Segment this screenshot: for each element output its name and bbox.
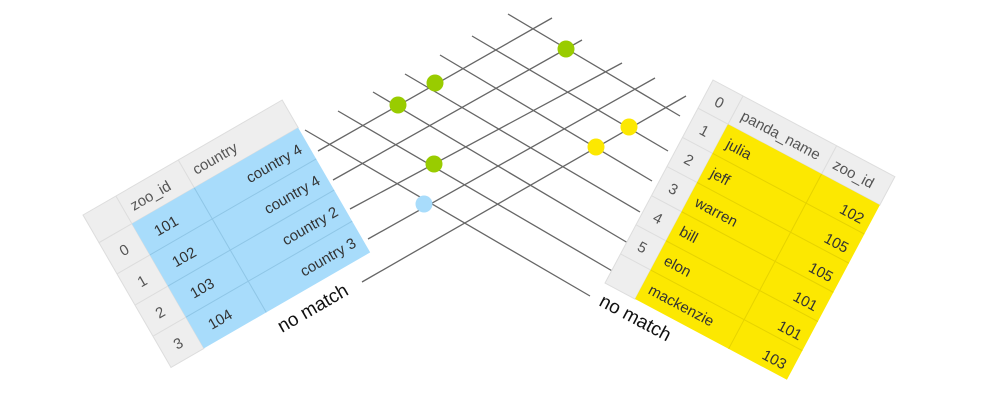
grid-line-left-row-2	[349, 62, 623, 210]
grid-line-right-nomatch	[304, 129, 591, 297]
right-table: panda_name zoo_id 0 1 2 3 4 5 julia jeff…	[604, 79, 896, 380]
join-grid	[304, 13, 687, 297]
grid-line-right-row-5	[337, 110, 615, 273]
match-dot	[425, 155, 443, 173]
match-dot	[389, 96, 407, 114]
right-table-header-bg	[697, 79, 896, 206]
grid-line-right-row-3	[404, 73, 641, 213]
left-table: zoo_id country 0 1 2 3 101 102 103 104 c…	[82, 99, 371, 369]
match-dot	[426, 74, 444, 92]
right-cell-panda-name: bill	[676, 223, 700, 247]
match-dots	[389, 40, 638, 213]
grid-line-right-row-4	[372, 91, 629, 244]
grid-line-right-row-0	[507, 13, 681, 117]
right-only-dot	[587, 138, 605, 156]
grid-line-left-row-1	[332, 39, 583, 181]
match-dot	[557, 40, 575, 58]
right-only-dot	[620, 118, 638, 136]
grid-line-right-row-2	[439, 54, 653, 182]
grid-line-left-row-3	[367, 77, 656, 240]
left-only-dot	[415, 195, 433, 213]
